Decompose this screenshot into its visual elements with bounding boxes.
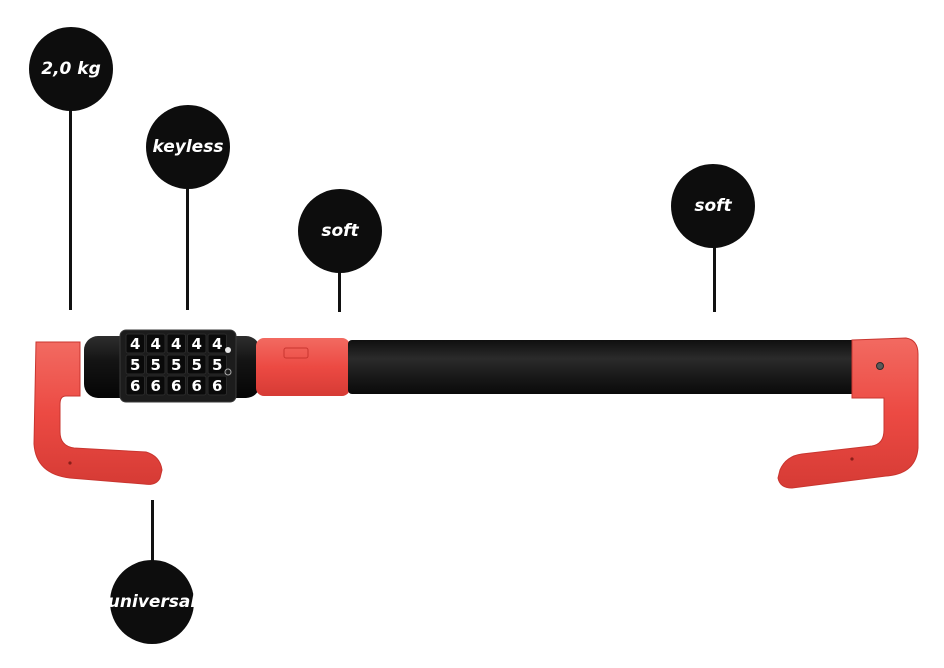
right-hook [777,337,919,489]
lock-indicator-dot [225,347,231,353]
dial-cell[interactable] [146,354,166,375]
dial-cell[interactable] [207,375,227,396]
dial-cell[interactable] [125,375,145,396]
callout-soft-sleeve-label: soft [321,220,359,241]
dial-digit: 6 [130,377,140,395]
right-hook-dot [850,457,854,461]
callout-keyless-label: keyless [152,136,224,157]
dial-cell[interactable] [166,375,186,396]
dial-cell[interactable] [125,354,145,375]
callout-weight: 2,0 kg [29,27,113,111]
dial-digit: 4 [192,335,202,353]
dial-cell[interactable] [187,375,207,396]
dial-cell[interactable] [166,354,186,375]
dial-digit: 6 [171,377,181,395]
dial-cell[interactable] [166,333,186,354]
callout-weight-label: 2,0 kg [41,58,101,79]
dial-digit: 4 [130,335,140,353]
dial-digit: 5 [212,356,222,374]
leader-line-universal [151,500,154,564]
dial-digit: 5 [151,356,161,374]
dial-cell[interactable] [207,333,227,354]
callout-soft-sleeve: soft [298,189,382,273]
leader-line-keyless [186,185,189,310]
dial-digit: 4 [151,335,161,353]
right-hook-screw [876,362,884,370]
dial-digit: 5 [192,356,202,374]
callout-universal: universal [107,560,197,644]
dial-cell[interactable] [146,333,166,354]
left-hook-dot [68,461,72,465]
dial-digit: 6 [151,377,161,395]
dial-cell[interactable] [146,375,166,396]
dial-cell[interactable] [187,354,207,375]
callout-keyless: keyless [146,105,230,189]
dial-digit: 4 [212,335,222,353]
leader-line-soft-bar [713,242,716,312]
dial-digit: 5 [130,356,140,374]
dial-digit: 5 [171,356,181,374]
leader-line-weight [69,100,72,310]
dial-cell[interactable] [207,354,227,375]
red-sleeve [256,338,350,396]
callout-soft-bar-label: soft [694,195,732,216]
dial-digit: 6 [212,377,222,395]
leader-line-soft-sleeve [338,266,341,312]
dial-digit: 4 [171,335,181,353]
left-hook [33,341,163,485]
callout-universal-label: universal [107,591,197,612]
dial-cell[interactable] [125,333,145,354]
dial-digit: 6 [192,377,202,395]
dial-cell[interactable] [187,333,207,354]
foam-bar [348,340,860,394]
red-sleeve-label [283,347,309,359]
lock-indicator-ring [224,368,232,376]
callout-soft-bar: soft [671,164,755,248]
